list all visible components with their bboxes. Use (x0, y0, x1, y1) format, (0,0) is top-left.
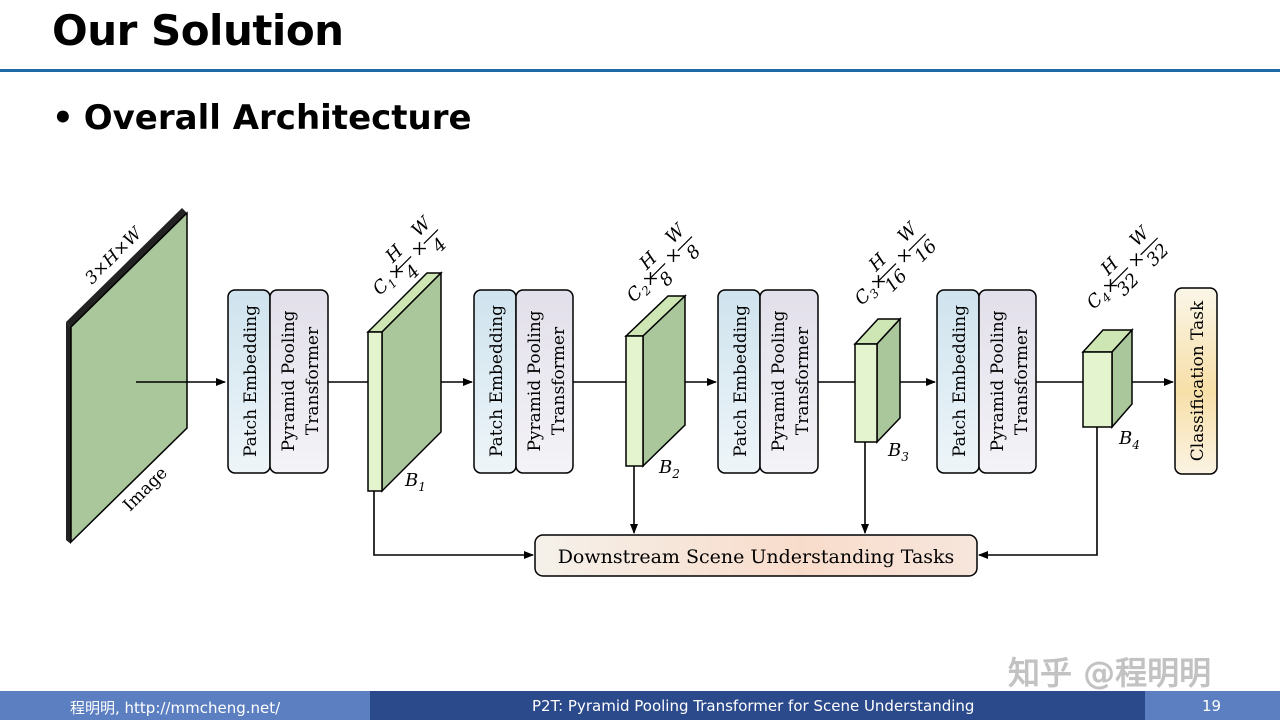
footer-paper-title: P2T: Pyramid Pooling Transformer for Sce… (532, 697, 975, 715)
downstream-connectors (373, 427, 1098, 559)
footer-page-panel: 19 (1145, 691, 1280, 720)
bullet-text: Overall Architecture (83, 98, 472, 138)
feature-block-3 (853, 317, 902, 444)
footer: 程明明, http://mmcheng.net/ P2T: Pyramid Po… (0, 691, 1280, 720)
svg-text:4: 4 (428, 234, 452, 258)
input-image (66, 208, 188, 544)
feature-block-2 (624, 294, 687, 468)
feature-dims-4: C4× H 32 × W 32 (1083, 222, 1174, 314)
svg-text:W: W (407, 212, 436, 241)
block-label-b4: B4 (1118, 428, 1140, 452)
page-number: 19 (1202, 697, 1222, 715)
stage-3: Patch Embedding Pyramid Pooling Transfor… (717, 289, 819, 474)
transformer-label-1: Transformer (303, 326, 323, 435)
svg-text:32: 32 (1113, 269, 1144, 300)
feature-block-1 (366, 271, 443, 493)
block-label-b3: B3 (887, 440, 909, 464)
classification-box: Classification Task (1174, 287, 1218, 475)
footer-author[interactable]: 程明明, http://mmcheng.net/ (70, 699, 281, 717)
slide-title: Our Solution (52, 6, 344, 55)
transformer-label-2: Transformer (549, 326, 569, 435)
transformer-label-3: Transformer (793, 326, 813, 435)
downstream-label: Downstream Scene Understanding Tasks (558, 546, 955, 568)
svg-text:W: W (1126, 222, 1155, 251)
title-divider (0, 69, 1280, 72)
patch-embedding-label-2: Patch Embedding (487, 305, 507, 457)
pyramid-pooling-label-4: Pyramid Pooling (988, 310, 1008, 451)
downstream-box: Downstream Scene Understanding Tasks (534, 534, 978, 577)
watermark: 知乎 @程明明 (1008, 654, 1212, 692)
svg-text:16: 16 (910, 236, 941, 267)
pyramid-pooling-label-2: Pyramid Pooling (525, 310, 545, 451)
bullet-overall-architecture: •Overall Architecture (52, 98, 472, 138)
stage-1: Patch Embedding Pyramid Pooling Transfor… (227, 289, 329, 474)
pyramid-pooling-label-1: Pyramid Pooling (279, 310, 299, 451)
feature-dims-3: C3× H 16 × W 16 (851, 218, 942, 310)
architecture-diagram: 3×H×W Image Patch Embedding Pyramid Pool… (66, 208, 1218, 577)
svg-text:W: W (894, 218, 923, 247)
pyramid-pooling-label-3: Pyramid Pooling (769, 310, 789, 451)
block-label-b1: B1 (404, 470, 426, 494)
svg-text:W: W (661, 219, 690, 248)
footer-author-panel: 程明明, http://mmcheng.net/ (0, 691, 370, 720)
stage-2: Patch Embedding Pyramid Pooling Transfor… (473, 289, 574, 474)
svg-text:16: 16 (881, 265, 912, 296)
transformer-label-4: Transformer (1012, 326, 1032, 435)
classification-label: Classification Task (1188, 300, 1208, 461)
patch-embedding-label-1: Patch Embedding (241, 305, 261, 457)
svg-text:8: 8 (655, 268, 678, 291)
feature-block-4 (1081, 328, 1134, 430)
stage-4: Patch Embedding Pyramid Pooling Transfor… (936, 289, 1037, 474)
patch-embedding-label-4: Patch Embedding (950, 305, 970, 457)
svg-text:32: 32 (1142, 240, 1173, 271)
svg-text:8: 8 (682, 241, 705, 264)
block-label-b2: B2 (658, 457, 680, 481)
bullet-dot: • (52, 98, 74, 138)
feature-dims-2: C2× H 8 × W 8 (623, 219, 706, 306)
patch-embedding-label-3: Patch Embedding (731, 305, 751, 457)
